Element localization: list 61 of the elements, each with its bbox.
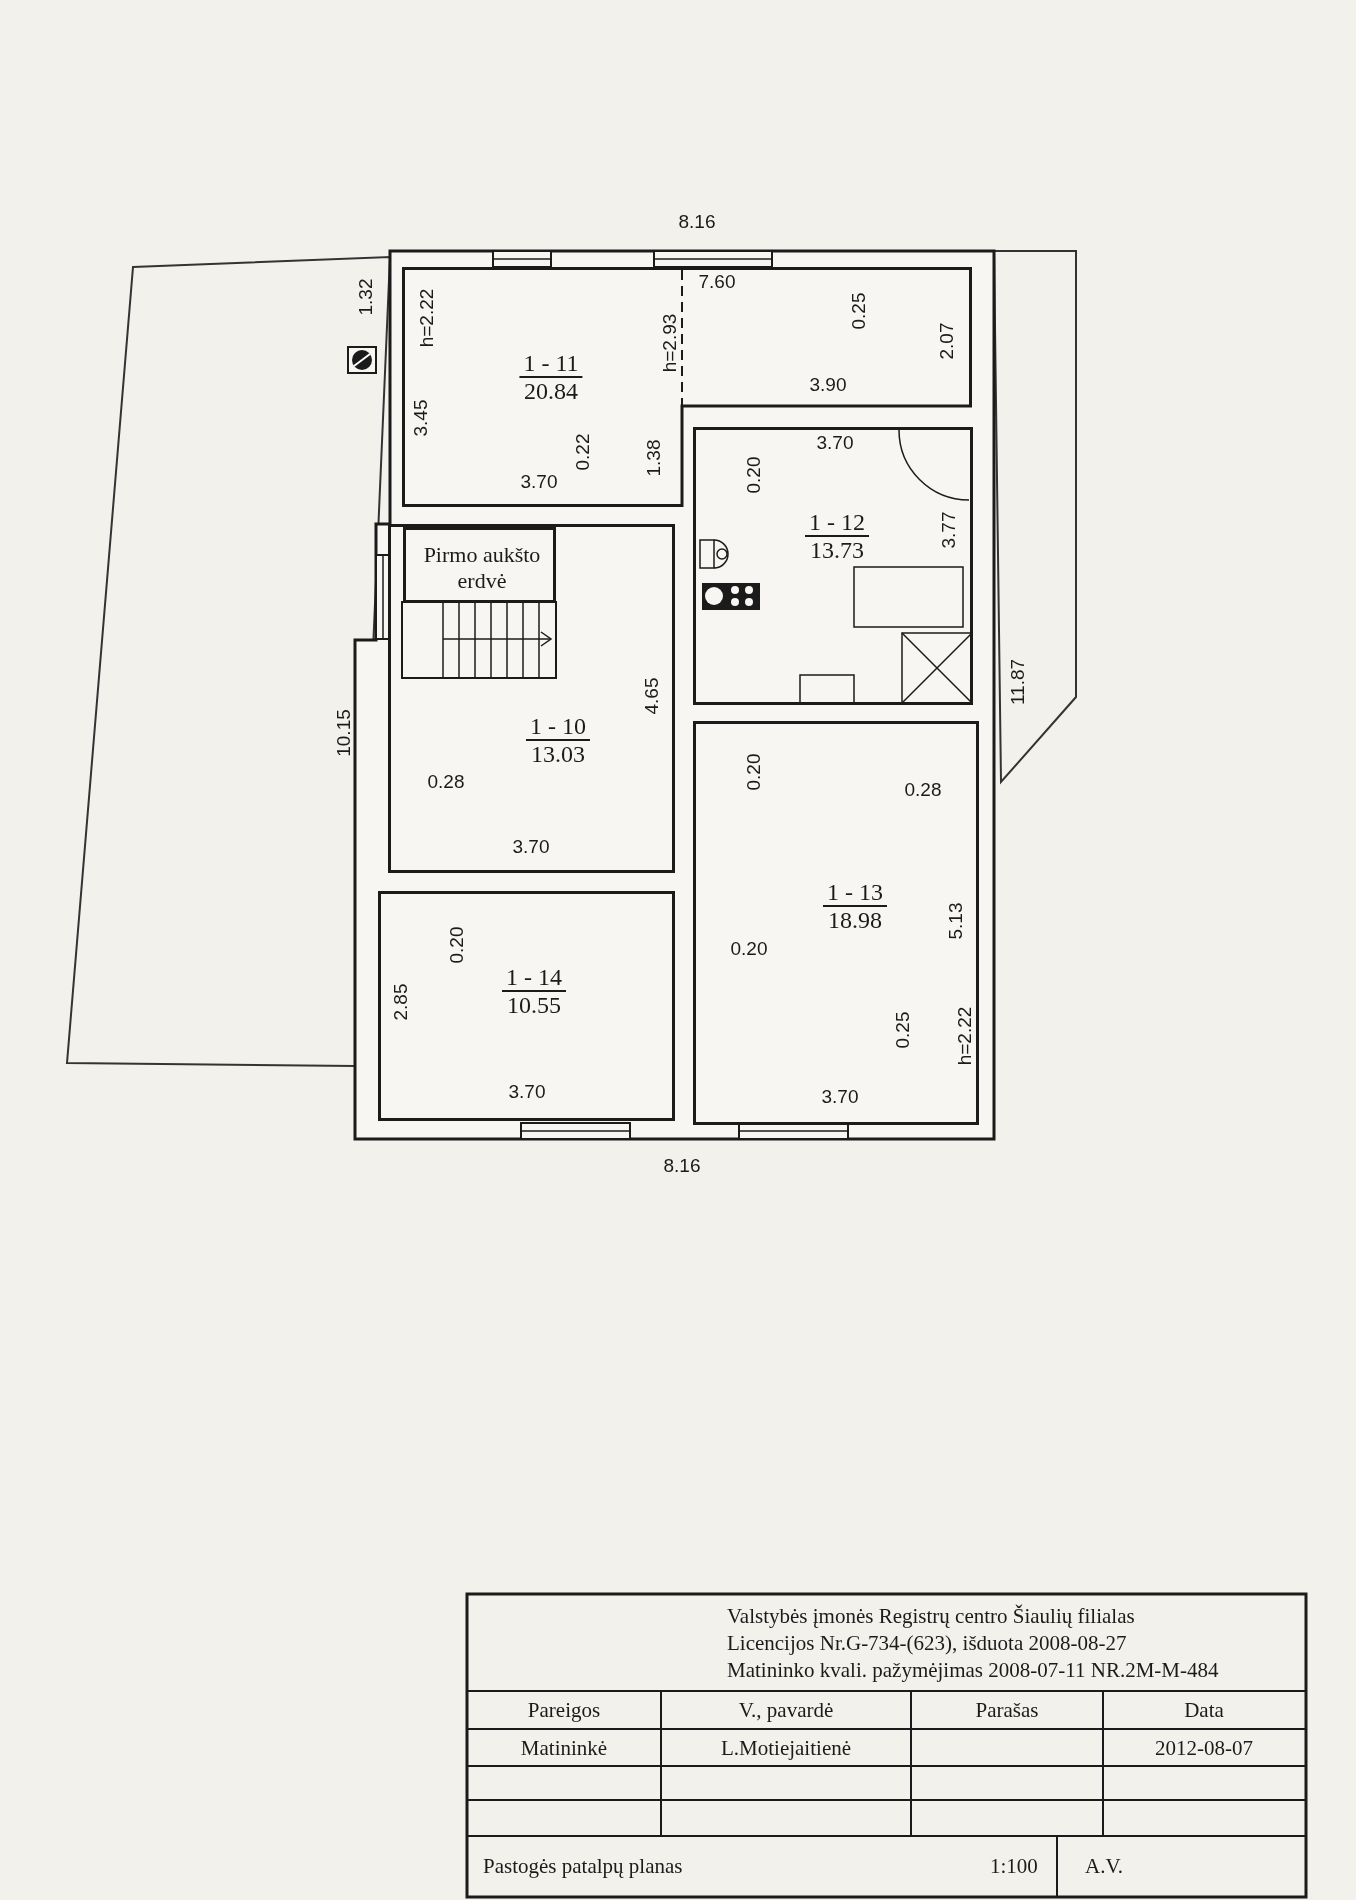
room-number: 1 - 12: [805, 509, 869, 537]
column-header: Parašas: [975, 1698, 1039, 1722]
dimension-label: 0.28: [427, 772, 465, 792]
room-area: 18.98: [823, 907, 887, 933]
dimension-label: 3.45: [411, 399, 431, 437]
dimension-label: 4.65: [642, 677, 662, 715]
dimension-label: 8.16: [663, 1156, 701, 1176]
room-outline: [388, 524, 675, 873]
dimension-label: 3.70: [816, 433, 854, 453]
dimension-label: 11.87: [1008, 658, 1028, 706]
room-number: 1 - 11: [519, 350, 583, 378]
room-outline: [693, 721, 979, 1125]
dimension-label: 0.25: [893, 1011, 913, 1049]
dimension-label: 10.15: [334, 709, 354, 757]
dimension-label: 2.07: [937, 322, 957, 360]
room-number: 1 - 13: [823, 879, 887, 907]
room-number: 1 - 10: [526, 713, 590, 741]
dimension-label: 0.20: [447, 926, 467, 964]
column-header: Data: [1184, 1698, 1224, 1722]
room-outline: [378, 891, 675, 1121]
room-number: 1 - 14: [502, 964, 566, 992]
dimension-label: 3.70: [508, 1082, 546, 1102]
room-outline: [402, 267, 972, 507]
dimension-label: 7.60: [698, 272, 736, 292]
dimension-label: 1.32: [356, 278, 376, 316]
dimension-label: 3.90: [809, 375, 847, 395]
dimension-label: 2.85: [391, 983, 411, 1021]
header-text: Matininko kvali. pažymėjimas 2008-07-11 NR.2M-M-484: [727, 1658, 1219, 1682]
dimension-label: 3.70: [520, 472, 558, 492]
dimension-label: 3.70: [512, 837, 550, 857]
column-header: V., pavardė: [738, 1698, 834, 1722]
stamp-place-text: A.V.: [1085, 1854, 1124, 1878]
room-outline: [693, 427, 973, 705]
dimension-label: 0.20: [730, 939, 768, 959]
table-cell: Matininkė: [520, 1736, 608, 1760]
table-cell: 2012-08-07: [1155, 1736, 1253, 1760]
table-cell: L.Motiejaitienė: [721, 1736, 851, 1760]
room-area: 10.55: [502, 992, 566, 1018]
scale-text: 1:100: [990, 1854, 1038, 1878]
dimension-label: h=2.93: [660, 313, 680, 373]
room-area: 13.73: [805, 537, 869, 563]
dimension-label: 8.16: [678, 212, 716, 232]
drawing-title: Pastogės patalpų planas: [483, 1854, 683, 1878]
dimension-label: 0.22: [573, 433, 593, 471]
dimension-label: 3.77: [939, 511, 959, 549]
room-area: 13.03: [526, 741, 590, 767]
room-name: Pirmo aukšto erdvė: [422, 542, 542, 594]
dimension-label: 0.20: [744, 753, 764, 791]
dimension-label: 0.25: [849, 292, 869, 330]
dimension-label: h=2.22: [955, 1006, 975, 1066]
dimension-label: 0.28: [904, 780, 942, 800]
header-text: Valstybės įmonės Registrų centro Šiaulių filialas: [727, 1604, 1135, 1628]
dimension-label: 1.38: [644, 439, 664, 477]
room-area: 20.84: [519, 378, 583, 404]
column-header: Pareigos: [527, 1698, 601, 1722]
dimension-label: 0.20: [744, 456, 764, 494]
header-text: Licencijos Nr.G-734-(623), išduota 2008-08-27: [727, 1631, 1127, 1655]
dimension-label: h=2.22: [417, 288, 437, 348]
dimension-label: 5.13: [946, 902, 966, 940]
dimension-label: 3.70: [821, 1087, 859, 1107]
area-box: [403, 527, 556, 603]
